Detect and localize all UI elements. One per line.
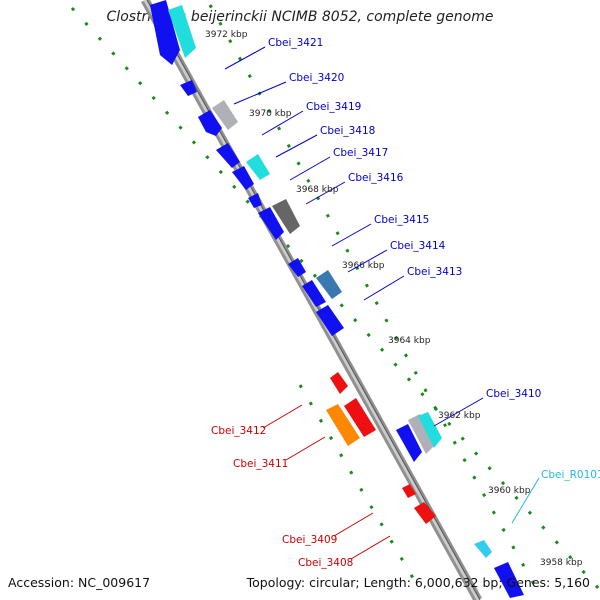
gene-block bbox=[302, 280, 326, 307]
outer-tick-track bbox=[70, 6, 600, 592]
gene-block bbox=[396, 424, 422, 462]
accession-text: Accession: NC_009617 bbox=[8, 575, 151, 590]
scale-label: 3972 kbp bbox=[205, 30, 248, 40]
gene-label: Cbei_R0101 bbox=[541, 469, 600, 481]
gene-features bbox=[150, 0, 524, 598]
gene-block bbox=[198, 110, 222, 136]
gene-block bbox=[326, 404, 360, 446]
gene-block bbox=[316, 305, 344, 336]
scale-label: 3962 kbp bbox=[438, 411, 481, 421]
gene-label: Cbei_3410 bbox=[486, 388, 541, 400]
gene-label: Cbei_3412 bbox=[211, 425, 266, 437]
gene-label: Cbei_3411 bbox=[233, 458, 288, 470]
gene-block bbox=[316, 270, 342, 299]
gene-label: Cbei_3413 bbox=[407, 266, 462, 278]
gene-block bbox=[248, 193, 262, 208]
gene-block bbox=[402, 484, 416, 498]
gene-label: Cbei_3419 bbox=[306, 101, 361, 113]
gene-block bbox=[272, 199, 300, 234]
rna-block bbox=[474, 540, 492, 558]
leader-lines bbox=[224, 46, 540, 560]
gene-block bbox=[212, 100, 238, 130]
gene-label: Cbei_3415 bbox=[374, 214, 429, 226]
gene-label: Cbei_3416 bbox=[348, 172, 404, 184]
gene-label: Cbei_3420 bbox=[289, 72, 344, 84]
gene-block bbox=[418, 412, 442, 448]
scale-label: 3958 kbp bbox=[540, 558, 583, 568]
gene-block bbox=[246, 154, 270, 180]
gene-block bbox=[288, 258, 306, 277]
topology-summary: Topology: circular; Length: 6,000,632 bp… bbox=[246, 575, 590, 590]
scale-label: 3960 kbp bbox=[488, 486, 531, 496]
scale-label: 3964 kbp bbox=[388, 336, 431, 346]
gene-block bbox=[150, 0, 180, 65]
gene-block bbox=[258, 207, 284, 240]
map-title: Clostridium beijerinckii NCIMB 8052, com… bbox=[106, 9, 494, 25]
gene-block bbox=[180, 80, 197, 96]
gene-label: Cbei_3418 bbox=[320, 125, 375, 137]
scale-label: 3968 kbp bbox=[296, 185, 339, 195]
gene-label: Cbei_3421 bbox=[268, 37, 323, 49]
gene-label: Cbei_3414 bbox=[390, 240, 446, 252]
gene-block bbox=[414, 502, 436, 524]
gene-label: Cbei_3409 bbox=[282, 534, 337, 546]
gene-label: Cbei_3408 bbox=[298, 557, 353, 569]
gene-block bbox=[408, 414, 436, 454]
gene-block bbox=[344, 398, 376, 437]
gene-label: Cbei_3417 bbox=[333, 147, 388, 159]
scale-labels: 3972 kbp 3970 kbp 3968 kbp 3966 kbp 3964… bbox=[205, 30, 583, 568]
gene-labels: Cbei_3421 Cbei_3420 Cbei_3419 Cbei_3418 … bbox=[211, 37, 600, 569]
scale-label: 3966 kbp bbox=[342, 261, 385, 271]
scale-label: 3970 kbp bbox=[249, 109, 292, 119]
gene-block bbox=[494, 562, 524, 598]
gene-block bbox=[168, 5, 196, 58]
gene-block bbox=[216, 143, 240, 168]
gene-block bbox=[330, 372, 348, 394]
gene-block bbox=[232, 166, 254, 190]
